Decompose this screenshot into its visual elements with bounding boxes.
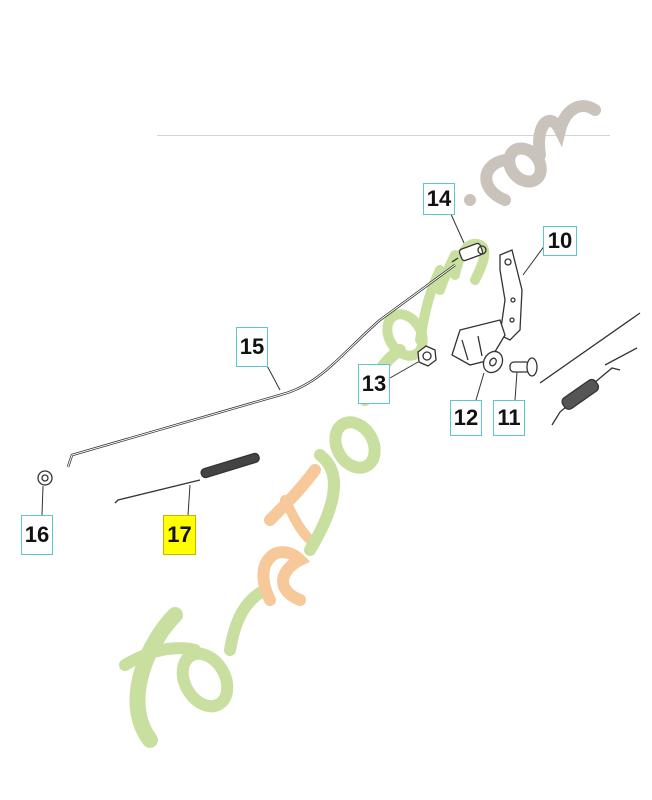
bolt-11-shape [509, 357, 538, 377]
callout-15[interactable]: 15 [236, 327, 268, 367]
nut-16-shape [37, 470, 53, 486]
callout-17-selected[interactable]: 17 [163, 515, 196, 555]
washer-12-shape [482, 350, 504, 374]
callout-11[interactable]: 11 [493, 400, 525, 436]
callout-12[interactable]: 12 [450, 400, 482, 436]
spring-17-shape [114, 452, 260, 504]
clip-14-shape [451, 242, 487, 263]
bracket-10-shape [451, 249, 523, 366]
callout-14[interactable]: 14 [423, 183, 455, 215]
spring-right-shape [551, 367, 621, 426]
nut-13-shape [417, 345, 437, 367]
callout-10[interactable]: 10 [543, 226, 577, 256]
callout-13[interactable]: 13 [358, 364, 390, 404]
callout-16[interactable]: 16 [21, 515, 53, 555]
header-divider [157, 135, 610, 136]
